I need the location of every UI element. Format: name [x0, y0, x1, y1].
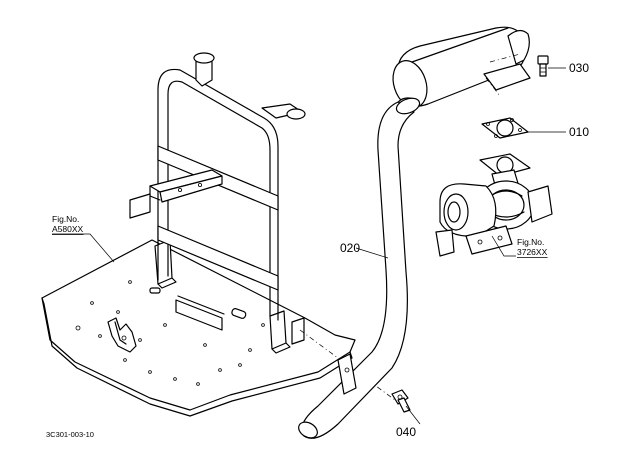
part-label-020: 020 [340, 241, 360, 255]
bolt-040-icon [391, 389, 411, 413]
part-label-010: 010 [569, 125, 589, 139]
part-label-040: 040 [396, 425, 416, 439]
floor-plate-assembly [41, 52, 396, 417]
fig-ref-left-line1: Fig.No. [52, 214, 79, 224]
exhaust-pipe-020 [298, 97, 421, 439]
bolt-030-icon [537, 55, 549, 77]
muffler [392, 26, 531, 111]
fig-ref-right-line1: Fig.No. [517, 237, 544, 247]
fig-ref-right-line2: 3726XX [517, 247, 548, 257]
fig-ref-left-line2: A580XX [52, 224, 84, 234]
gasket-010 [481, 117, 529, 139]
turbocharger-assembly [435, 153, 553, 257]
drawing-code: 3C301-003-10 [46, 430, 94, 439]
part-label-030: 030 [569, 61, 589, 75]
